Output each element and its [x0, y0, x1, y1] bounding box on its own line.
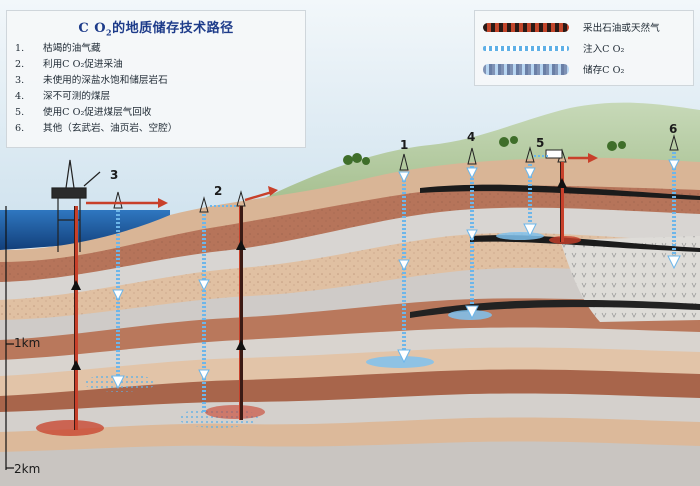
production-well-eor — [236, 186, 278, 420]
panel-title: C O2的地质储存技术路径 — [78, 21, 234, 38]
production-wells — [71, 153, 598, 430]
legend-store: 储存C O₂ — [483, 61, 687, 77]
legend-inject: 注入C O₂ — [483, 40, 687, 56]
oil-reservoirs — [36, 236, 581, 436]
site-number-3: 3 — [110, 168, 119, 182]
store-swatch-icon — [483, 63, 569, 75]
injection-well-4 — [465, 166, 479, 320]
route-item-5: 5.使用C O₂促进煤层气回收 — [15, 106, 152, 118]
production-well-platform — [71, 198, 168, 430]
injection-well-1 — [397, 171, 411, 364]
injection-well-3 — [111, 210, 125, 390]
depth-label-1km: 1km — [14, 336, 41, 350]
route-item-3: 3.未使用的深盐水饱和储层岩石 — [15, 74, 168, 86]
injection-wells — [111, 152, 681, 412]
offshore-platform — [51, 159, 101, 252]
trees — [343, 136, 626, 165]
sea — [0, 210, 170, 250]
well-derricks — [113, 134, 679, 213]
injection-well-6 — [667, 152, 681, 270]
route-item-1: 1.枯竭的油气藏 — [15, 42, 101, 54]
route-item-6: 6.其他（玄武岩、油页岩、空腔） — [15, 122, 178, 134]
oil-swatch-icon — [483, 22, 569, 32]
route-list: 1.枯竭的油气藏 2.利用C O₂促进采油 3.未使用的深盐水饱和储层岩石 4.… — [7, 41, 305, 137]
route-item-2: 2.利用C O₂促进采油 — [15, 58, 123, 70]
inject-swatch-icon — [483, 45, 569, 51]
rock-layers — [0, 157, 700, 486]
site-number-5: 5 — [536, 136, 545, 150]
legend-panel: 采出石油或天然气 注入C O₂ 储存C O₂ — [474, 10, 694, 86]
storage-routes-panel: C O2的地质储存技术路径 1.枯竭的油气藏 2.利用C O₂促进采油 3.未使… — [6, 10, 306, 148]
legend-oil: 采出石油或天然气 — [483, 19, 687, 35]
injection-well-2 — [198, 205, 236, 412]
depth-label-2km: 2km — [14, 462, 41, 476]
coal-seam-deep — [410, 299, 700, 318]
depth-scale — [5, 206, 14, 470]
injection-well-5 — [523, 155, 548, 238]
route-item-4: 4.深不可测的煤层 — [15, 90, 111, 102]
site-number-6: 6 — [669, 122, 678, 136]
site-number-4: 4 — [467, 130, 476, 144]
site-number-2: 2 — [214, 184, 223, 198]
production-well-ecbm — [557, 153, 598, 242]
site-number-1: 1 — [400, 138, 409, 152]
